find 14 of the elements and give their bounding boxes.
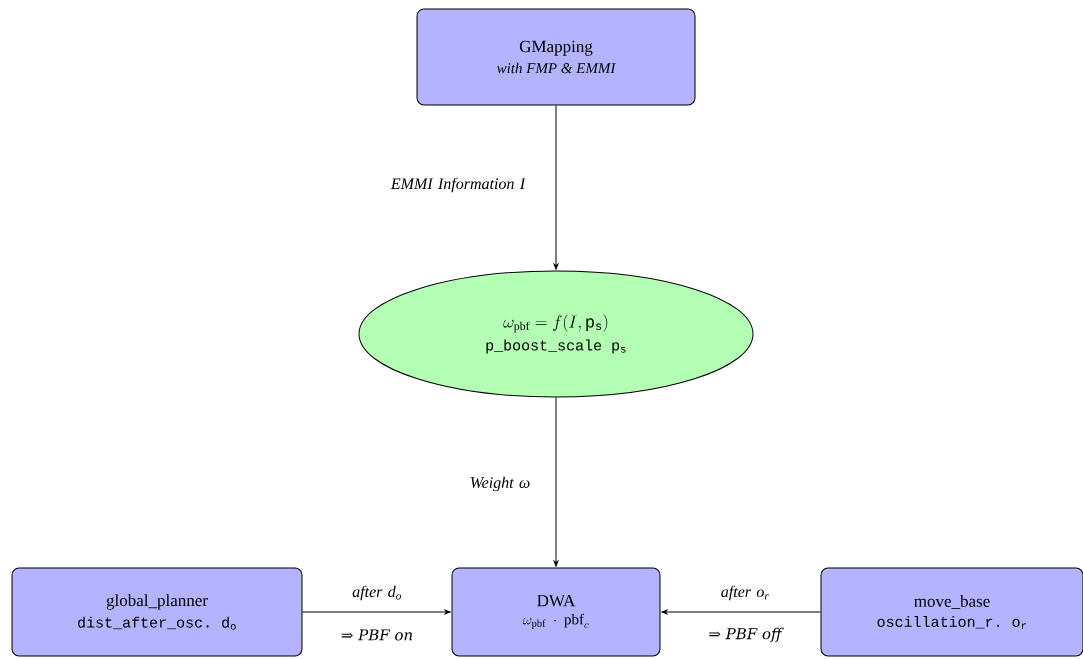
process-box: global_planner dist_after_osc. d$_{o}$: [11, 567, 303, 657]
process-box: DWA $\omega_{\mathrm{pbf}}\ \cdot\ \mathrm{pbf}_c$: [451, 567, 661, 657]
process-box: GMapping with FMP & EMMI: [416, 8, 696, 106]
edge-label: EMMI Information I: [390, 177, 526, 193]
arrow: [553, 397, 559, 567]
edge-label: after d$_{o}$: [352, 585, 401, 601]
edge-label: Weight ω: [470, 476, 530, 492]
edge-label: after o$_{r}$: [721, 585, 769, 601]
arrow: [302, 609, 451, 615]
arrow: [553, 105, 559, 270]
process-box: move_base oscillation_r. o$_{r}$: [820, 567, 1083, 657]
note-label: ⇒ PBF off: [709, 627, 784, 643]
note-label: ⇒ PBF on: [341, 629, 413, 641]
arrow: [661, 609, 821, 615]
